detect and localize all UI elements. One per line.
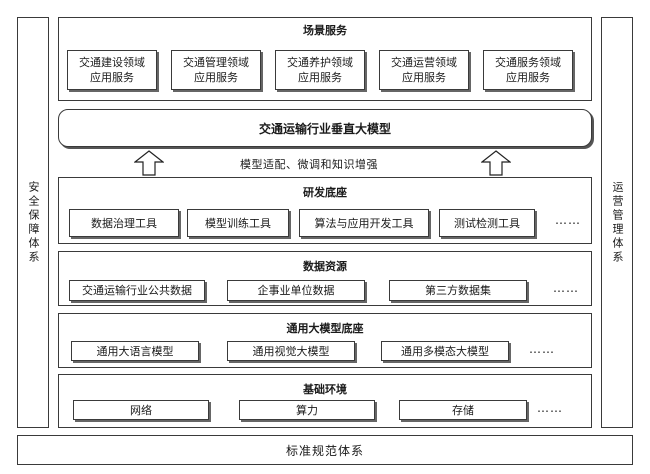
general-model-base-title: 通用大模型底座 [286,322,364,335]
vertical-model-box: 交通运输行业垂直大模型 [58,109,592,147]
data-item-third-party: 第三方数据集 [389,280,527,301]
infrastructure-title: 基础环境 [303,383,347,396]
infra-more: …… [537,401,563,415]
scenario-item-operation: 交通运营领域 应用服务 [379,50,469,90]
scenario-services-layer: 场景服务 交通建设领域 应用服务 交通管理领域 应用服务 交通养护领域 应用服务… [58,17,592,101]
scenario-item-construction: 交通建设领域 应用服务 [67,50,157,90]
standards-system-bar: 标准规范体系 [17,435,633,465]
up-arrow-left-icon [134,150,164,176]
rd-item-model-training: 模型训练工具 [187,209,289,237]
scenario-item-service: 交通服务领域 应用服务 [483,50,573,90]
rd-item-algorithm-dev: 算法与应用开发工具 [299,209,429,237]
general-more: …… [529,342,555,356]
security-system-column: 安全保障体系 [17,17,49,428]
operation-system-column: 运营管理体系 [601,17,633,428]
data-item-industry-public: 交通运输行业公共数据 [69,280,205,301]
rd-base-title: 研发底座 [303,186,347,199]
adaptation-label: 模型适配、微调和知识增强 [240,158,378,171]
general-item-multimodal: 通用多模态大模型 [381,341,509,361]
rd-base-layer: 研发底座 数据治理工具 模型训练工具 算法与应用开发工具 测试检测工具 …… [58,177,592,244]
data-item-enterprise: 企事业单位数据 [227,280,365,301]
operation-system-label: 运营管理体系 [611,180,624,265]
security-system-label: 安全保障体系 [27,180,40,265]
rd-item-testing: 测试检测工具 [439,209,535,237]
rd-more: …… [555,213,581,227]
scenario-item-maintenance: 交通养护领域 应用服务 [275,50,365,90]
infra-item-network: 网络 [73,400,209,420]
data-more: …… [553,281,579,295]
scenario-services-title: 场景服务 [303,24,347,37]
scenario-item-management: 交通管理领域 应用服务 [171,50,261,90]
general-item-language: 通用大语言模型 [71,341,199,361]
infrastructure-layer: 基础环境 网络 算力 存储 …… [58,374,592,428]
vertical-model-label: 交通运输行业垂直大模型 [258,121,391,136]
infra-item-compute: 算力 [239,400,375,420]
data-resources-layer: 数据资源 交通运输行业公共数据 企事业单位数据 第三方数据集 …… [58,251,592,306]
infra-item-storage: 存储 [399,400,527,420]
up-arrow-right-icon [481,150,511,176]
data-resources-title: 数据资源 [303,260,347,273]
general-model-base-layer: 通用大模型底座 通用大语言模型 通用视觉大模型 通用多模态大模型 …… [58,313,592,368]
rd-item-data-governance: 数据治理工具 [69,209,179,237]
standards-system-label: 标准规范体系 [285,443,364,458]
general-item-vision: 通用视觉大模型 [227,341,355,361]
